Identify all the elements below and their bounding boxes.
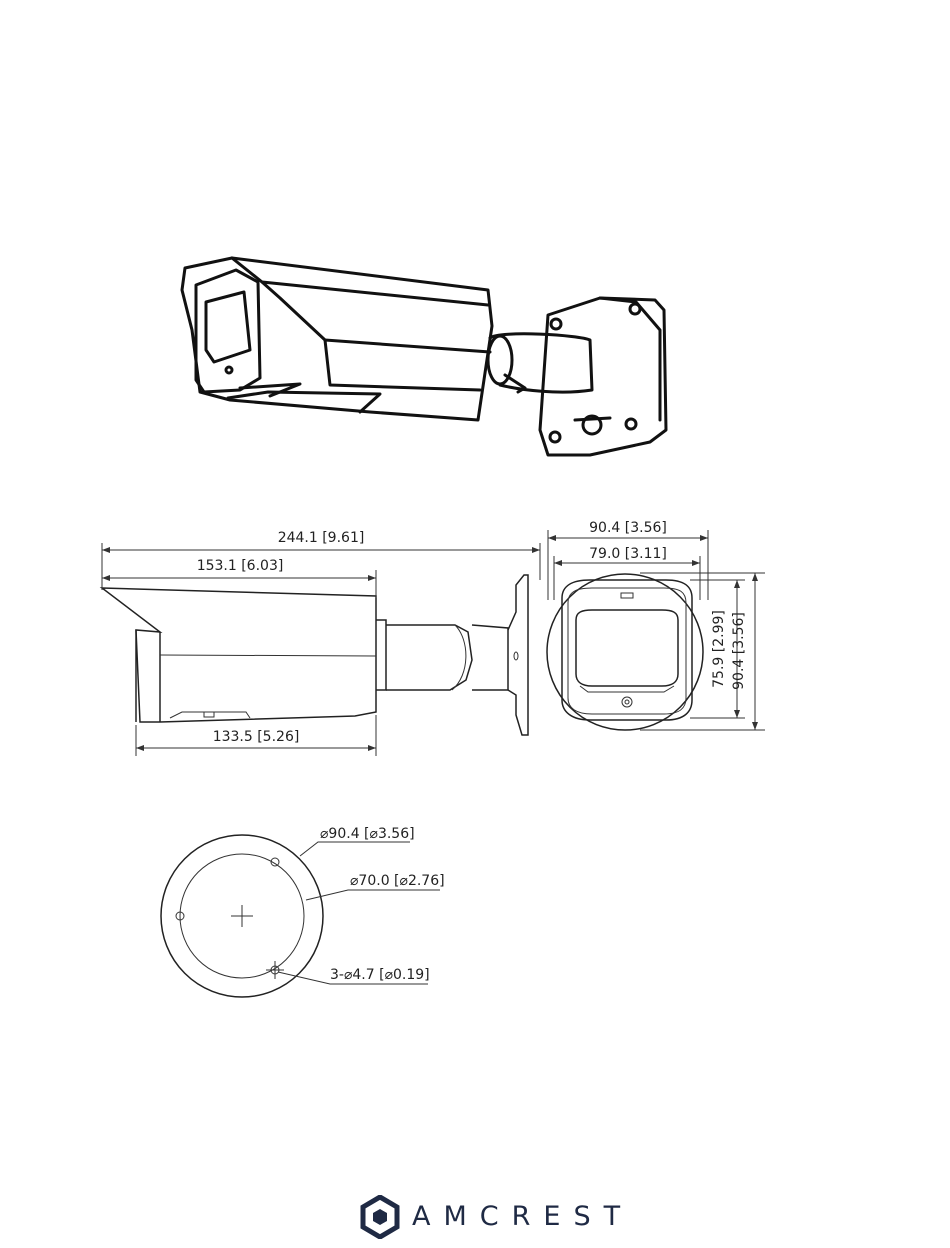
- brand-name: AMCREST: [412, 1201, 633, 1232]
- amcrest-hexagon-icon: [360, 1195, 400, 1239]
- base-view: ⌀90.4 [⌀3.56] ⌀70.0 [⌀2.76] 3-⌀4.7 [⌀0.1…: [0, 0, 950, 1050]
- holes-label: 3-⌀4.7 [⌀0.19]: [330, 967, 430, 983]
- outer-diameter-label: ⌀90.4 [⌀3.56]: [320, 826, 415, 842]
- amcrest-logo: AMCREST: [360, 1193, 640, 1243]
- hole-circle-diameter-label: ⌀70.0 [⌀2.76]: [350, 873, 445, 889]
